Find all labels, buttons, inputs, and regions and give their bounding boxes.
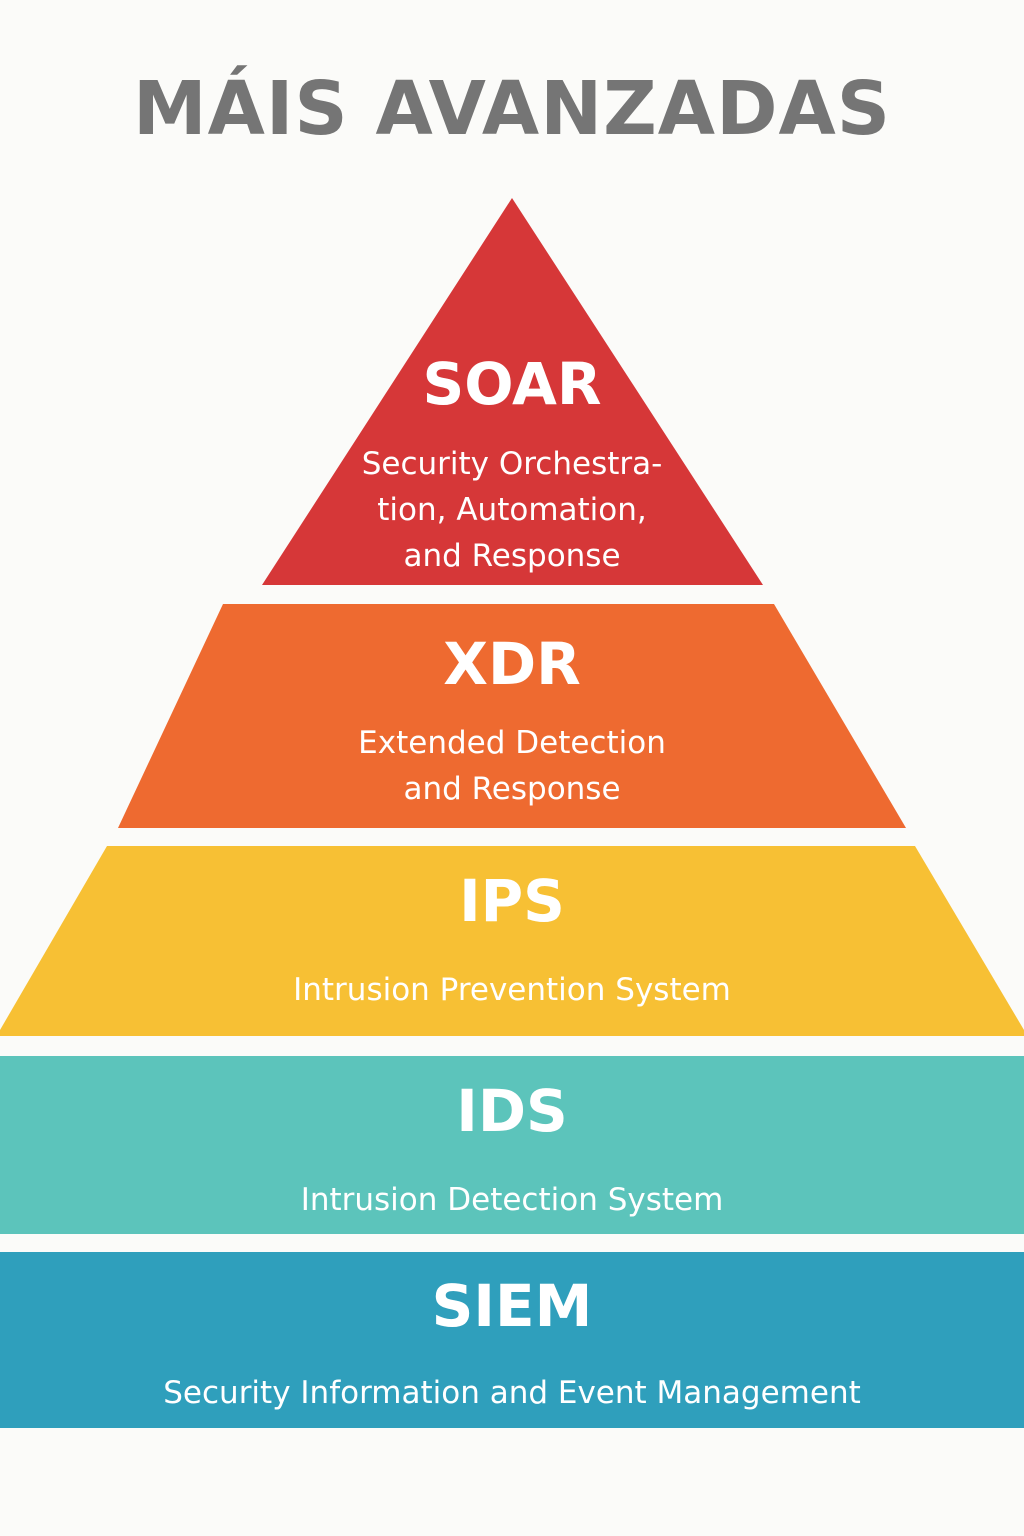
tier-ids: IDS Intrusion Detection System (0, 1082, 1024, 1223)
tier-xdr-trapezoid (118, 604, 906, 828)
tier-siem-band (0, 1252, 1024, 1428)
tier-soar-name: SOAR (422, 350, 602, 418)
tier-xdr: XDR Extended Detection and Response (0, 635, 1024, 812)
tier-xdr-name: XDR (443, 630, 581, 698)
tier-ids-band (0, 1056, 1024, 1234)
tier-xdr-description-line-2: and Response (403, 771, 621, 807)
tier-ips-name: IPS (459, 867, 565, 935)
tier-soar-description-line-3: and Response (403, 538, 621, 574)
tier-ids-description-line-1: Intrusion Detection System (300, 1182, 724, 1218)
page-title: MÁIS AVANZADAS (132, 66, 892, 152)
tier-soar: SOAR Security Orchestra- tion, Automatio… (0, 355, 1024, 579)
tier-soar-description-line-1: Security Orchestra- (361, 446, 663, 482)
tier-soar-triangle (262, 198, 763, 585)
tier-xdr-description-line-1: Extended Detection (358, 725, 666, 761)
tier-siem-description-line-1: Security Information and Event Managemen… (163, 1375, 861, 1411)
tier-siem: SIEM Security Information and Event Mana… (0, 1277, 1024, 1416)
tier-siem-name: SIEM (431, 1272, 593, 1340)
tier-ips: IPS Intrusion Prevention System (0, 872, 1024, 1013)
tier-soar-description-line-2: tion, Automation, (377, 492, 647, 528)
tier-ips-trapezoid (0, 846, 1024, 1036)
tier-ips-description-line-1: Intrusion Prevention System (293, 972, 731, 1008)
tier-ids-name: IDS (456, 1077, 568, 1145)
